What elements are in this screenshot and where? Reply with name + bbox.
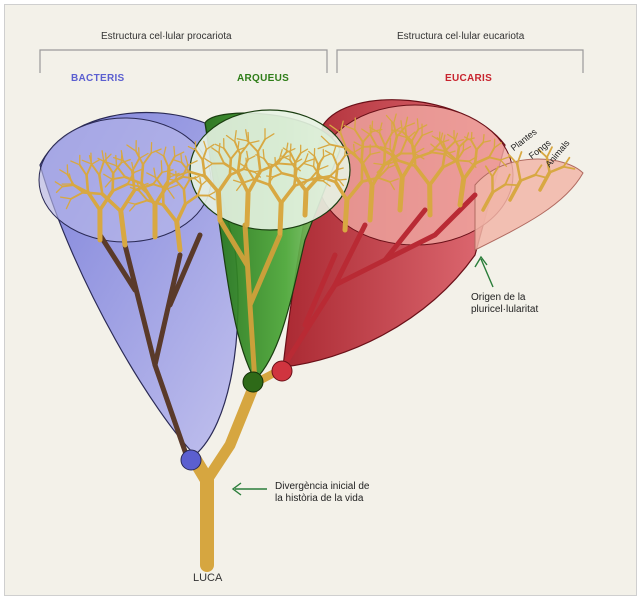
canopy-branch: [83, 192, 102, 194]
eukaryote-header: Estructura cel·lular eucariota: [397, 31, 524, 42]
canopy-branch: [417, 119, 418, 129]
canopy-branch: [275, 158, 276, 166]
canopy-branch: [142, 165, 143, 184]
canopy-branch: [116, 156, 117, 166]
diagram-frame: Estructura cel·lular procariota Estructu…: [4, 4, 637, 596]
multicellular-line-1: Origen de la: [471, 292, 538, 304]
canopy-branch: [483, 135, 484, 143]
canopy-branch: [174, 147, 175, 157]
prokaryote-header: Estructura cel·lular procariota: [101, 31, 232, 42]
canopy-branch: [295, 162, 296, 176]
canopy-branch: [113, 173, 114, 191]
canopy-branch: [106, 153, 107, 163]
luca-label: LUCA: [193, 572, 222, 584]
canopy-branch: [505, 185, 516, 186]
canopy-branch: [91, 153, 92, 164]
canopy-branch: [218, 192, 220, 220]
bacteria-node: [181, 450, 201, 470]
canopy-branch: [177, 222, 180, 250]
multicellular-arrow: [475, 257, 493, 287]
canopy-branch: [247, 193, 248, 225]
canopy-branch: [390, 139, 391, 150]
canopy-branch: [219, 144, 220, 153]
canopy-branch: [314, 158, 315, 167]
divergence-arrow: [233, 483, 267, 495]
prokaryote-bracket: [40, 50, 327, 73]
canopy-branch: [475, 150, 477, 164]
canopy-branch: [195, 142, 196, 150]
canopy-branch: [460, 179, 464, 205]
canopy-branch: [290, 144, 291, 153]
divergence-line-1: Divergència inicial de: [275, 481, 370, 493]
canopy-branch: [414, 147, 415, 166]
canopy-branch: [278, 163, 292, 164]
canopy-branch: [370, 186, 372, 220]
canopy-branch: [168, 168, 169, 185]
canopy-branch: [362, 142, 363, 161]
bacteria-label: BACTERIS: [71, 73, 125, 84]
canopy-branch: [63, 185, 74, 186]
eukarya-node: [272, 361, 292, 381]
canopy-branch: [355, 118, 356, 130]
multicellular-line-2: pluricel·lularitat: [471, 304, 538, 316]
archaea-node: [243, 372, 263, 392]
eukarya-label: EUCARIS: [445, 73, 492, 84]
canopy-branch: [405, 127, 406, 137]
archaea-label: ARQUEUS: [237, 73, 289, 84]
divergence-line-2: la història de la vida: [275, 493, 370, 505]
canopy-branch: [339, 179, 346, 180]
canopy-branch: [372, 121, 373, 132]
canopy-branch: [87, 175, 88, 192]
tree-of-life-illustration: [5, 5, 636, 595]
canopy-branch: [184, 190, 185, 205]
canopy-branch: [161, 161, 162, 173]
canopy-branch: [263, 150, 264, 159]
canopy-branch: [181, 154, 182, 162]
divergence-annotation: Divergència inicial de la història de la…: [275, 481, 370, 505]
canopy-branch: [400, 178, 402, 210]
multicellular-annotation: Origen de la pluricel·lularitat: [471, 292, 538, 316]
canopy-branch: [280, 203, 281, 233]
canopy-branch: [305, 191, 306, 215]
canopy-branch: [345, 200, 347, 230]
canopy-branch: [267, 176, 274, 177]
canopy-branch: [246, 158, 247, 168]
multicellular-cone: [475, 159, 583, 250]
eukaryote-bracket: [337, 50, 583, 73]
